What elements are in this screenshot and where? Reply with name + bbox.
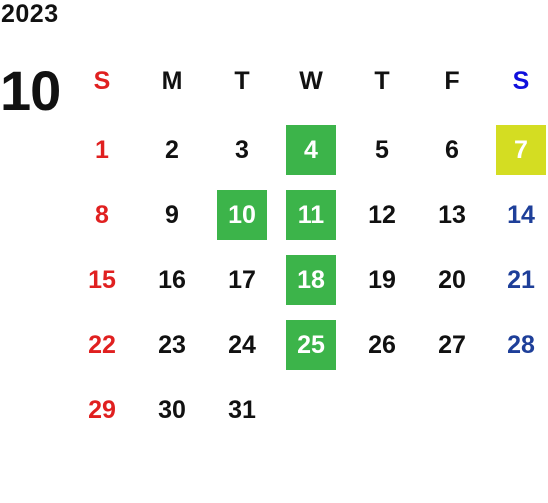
calendar-day-26: 26: [368, 331, 396, 359]
calendar-day-11: 11: [286, 190, 336, 240]
weekday-header-sunday: S: [93, 67, 111, 95]
calendar-day-20: 20: [438, 266, 466, 294]
calendar-year: 2023: [1, 0, 59, 28]
calendar-day-19: 19: [368, 266, 396, 294]
weekday-header-wednesday: W: [299, 67, 323, 95]
weekday-header-thursday: T: [374, 67, 390, 95]
calendar-day-6: 6: [445, 136, 459, 164]
calendar-day-21: 21: [507, 266, 535, 294]
calendar-day-8: 8: [95, 201, 109, 229]
calendar-day-1: 1: [95, 136, 109, 164]
calendar-day-24: 24: [228, 331, 256, 359]
calendar-day-7: 7: [496, 125, 546, 175]
weekday-header-friday: F: [444, 67, 460, 95]
calendar-day-14: 14: [507, 201, 535, 229]
calendar-day-4: 4: [286, 125, 336, 175]
calendar-day-29: 29: [88, 396, 116, 424]
calendar-day-18: 18: [286, 255, 336, 305]
calendar-day-23: 23: [158, 331, 186, 359]
calendar-day-31: 31: [228, 396, 256, 424]
calendar-month: 10: [0, 59, 61, 122]
calendar-day-5: 5: [375, 136, 389, 164]
calendar-day-12: 12: [368, 201, 396, 229]
weekday-header-monday: M: [161, 67, 183, 95]
weekday-header-saturday: S: [512, 67, 530, 95]
calendar-day-16: 16: [158, 266, 186, 294]
calendar-day-2: 2: [165, 136, 179, 164]
calendar-day-30: 30: [158, 396, 186, 424]
calendar-day-28: 28: [507, 331, 535, 359]
weekday-header-tuesday: T: [234, 67, 250, 95]
calendar-day-15: 15: [88, 266, 116, 294]
calendar-day-3: 3: [235, 136, 249, 164]
calendar-day-25: 25: [286, 320, 336, 370]
calendar-day-10: 10: [217, 190, 267, 240]
calendar-day-27: 27: [438, 331, 466, 359]
calendar-day-22: 22: [88, 331, 116, 359]
calendar-day-13: 13: [438, 201, 466, 229]
calendar-day-17: 17: [228, 266, 256, 294]
calendar-day-9: 9: [165, 201, 179, 229]
